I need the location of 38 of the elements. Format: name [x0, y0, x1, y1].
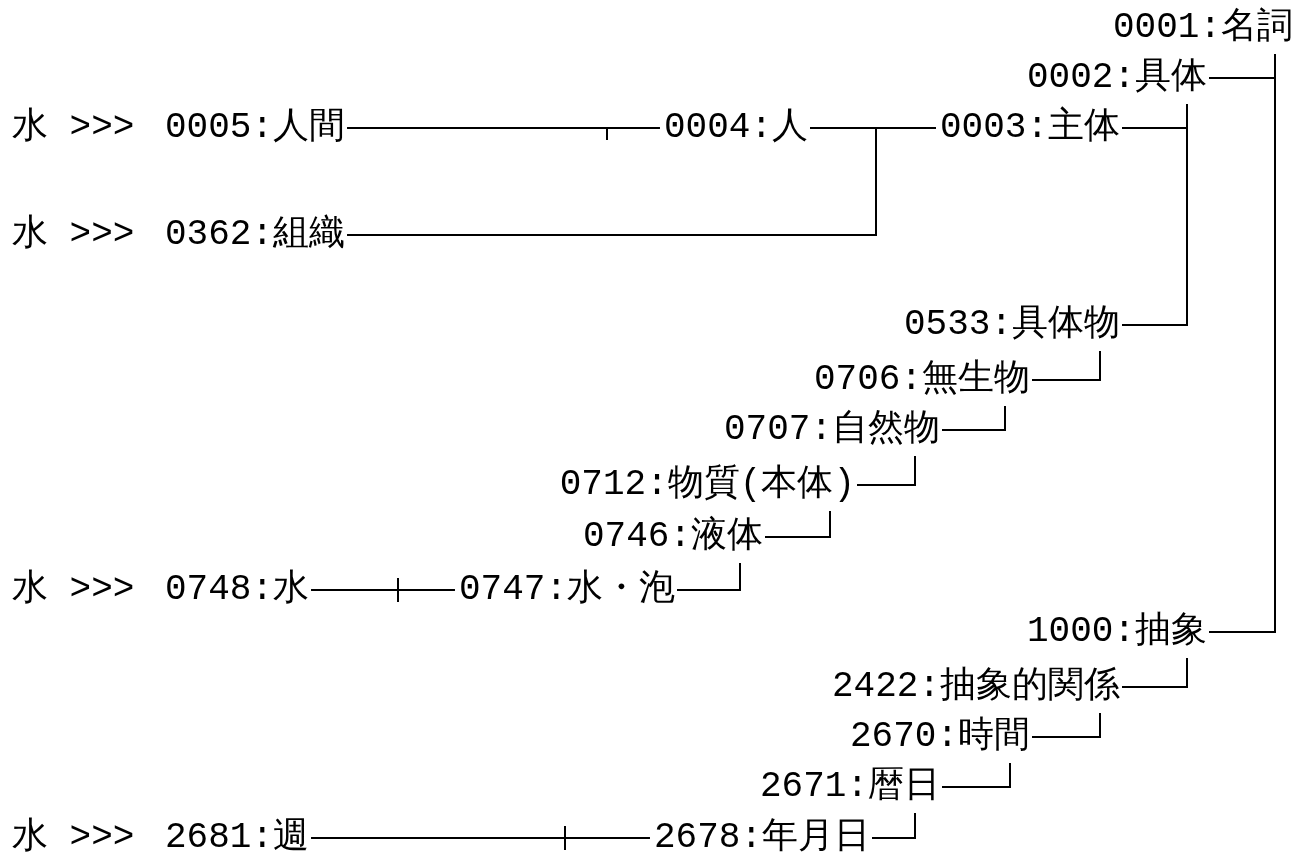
category-term: 2681:週: [165, 816, 310, 860]
category-term: 0362:組織: [165, 213, 346, 257]
tree-connector: [871, 812, 916, 839]
tree-connector: [346, 127, 937, 236]
tree-connector: [346, 127, 661, 141]
tree-connector: [941, 762, 1011, 788]
category-term: 2422:抽象的関係: [831, 665, 1120, 709]
category-term: 2670:時間: [849, 715, 1030, 759]
tree-connector: [1121, 103, 1188, 326]
tree-connector: [676, 562, 741, 591]
category-term: 0004:人: [663, 106, 808, 150]
query-prefix: 水 >>>: [12, 106, 135, 150]
tree-connector: [856, 455, 916, 486]
category-term: 0003:主体: [939, 106, 1120, 150]
tree-connector: [1031, 712, 1101, 738]
category-term: 0712:物質(本体): [559, 463, 855, 507]
category-term: 0001:名詞: [1112, 6, 1293, 50]
tree-connector: [764, 510, 831, 538]
category-term: 0747:水・泡: [458, 568, 675, 612]
category-term: 0748:水: [165, 568, 310, 612]
category-term: 0707:自然物: [723, 408, 940, 452]
category-term: 2671:暦日: [759, 765, 940, 809]
query-prefix: 水 >>>: [12, 816, 135, 860]
tree-connector: [1208, 53, 1276, 633]
query-prefix: 水 >>>: [12, 568, 135, 612]
category-term: 1000:抽象: [1026, 610, 1207, 654]
tree-connector: [310, 577, 456, 603]
tree-connector: [1121, 657, 1188, 688]
tree-connector: [1031, 350, 1101, 381]
category-term: 0706:無生物: [813, 358, 1030, 402]
query-prefix: 水 >>>: [12, 213, 135, 257]
category-term: 2678:年月日: [653, 816, 870, 860]
tree-connector: [941, 405, 1006, 431]
category-term: 0746:液体: [582, 515, 763, 559]
category-term: 0533:具体物: [903, 303, 1120, 347]
tree-connector: [310, 825, 651, 851]
category-term: 0005:人間: [165, 106, 346, 150]
category-term: 0002:具体: [1026, 56, 1207, 100]
